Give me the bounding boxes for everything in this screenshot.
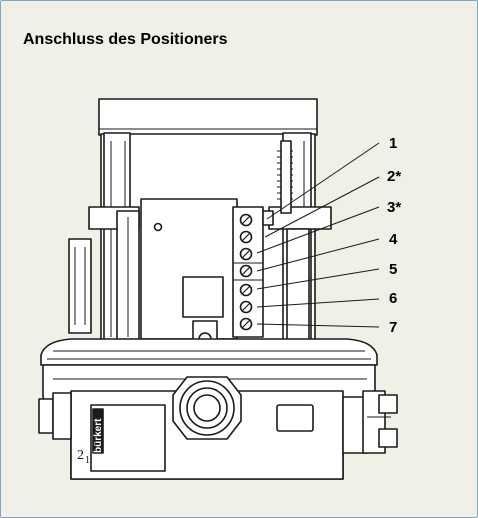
callout-4: 4 [389, 231, 398, 248]
callout-1: 1 [389, 135, 397, 152]
callout-5: 5 [389, 261, 397, 278]
housing-flange [40, 338, 378, 366]
callout-7: 7 [389, 319, 397, 336]
callout-6: 6 [389, 290, 397, 307]
callout-2: 2* [387, 168, 401, 185]
callout-3: 3* [387, 199, 401, 216]
top-cover [98, 98, 318, 136]
window [276, 404, 314, 432]
port-tag: 2 [77, 448, 84, 463]
pcb-board [140, 198, 238, 340]
left-gland [38, 398, 54, 434]
leader-lines [256, 142, 380, 328]
component-block [182, 276, 224, 318]
terminal-screws [239, 213, 253, 331]
port-tag-index: 1 [85, 455, 90, 466]
cable-gland [172, 376, 242, 440]
left-bracket [68, 238, 92, 334]
brand-logo: bürkert [93, 418, 104, 453]
page-title: Anschluss des Positioners [23, 31, 228, 48]
